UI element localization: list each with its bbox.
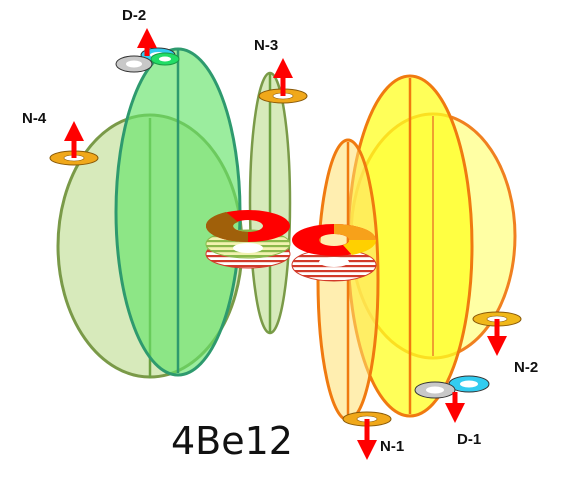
label-n2: N-2	[514, 359, 538, 376]
label-n4: N-4	[22, 110, 47, 127]
particle-n1	[342, 411, 392, 460]
particle-n4	[49, 121, 99, 166]
central-rings-left	[205, 210, 291, 269]
particle-n2	[472, 311, 522, 356]
particle-d1	[414, 375, 490, 423]
label-d2: D-2	[122, 7, 146, 24]
label-n1: N-1	[380, 438, 404, 455]
label-n3: N-3	[254, 37, 278, 54]
central-rings-right	[291, 224, 377, 282]
particle-d2	[115, 28, 180, 73]
particle-n3	[258, 58, 308, 104]
left-cluster	[56, 47, 292, 379]
diagram-title: 4Be12	[171, 419, 293, 463]
label-d1: D-1	[457, 431, 481, 448]
